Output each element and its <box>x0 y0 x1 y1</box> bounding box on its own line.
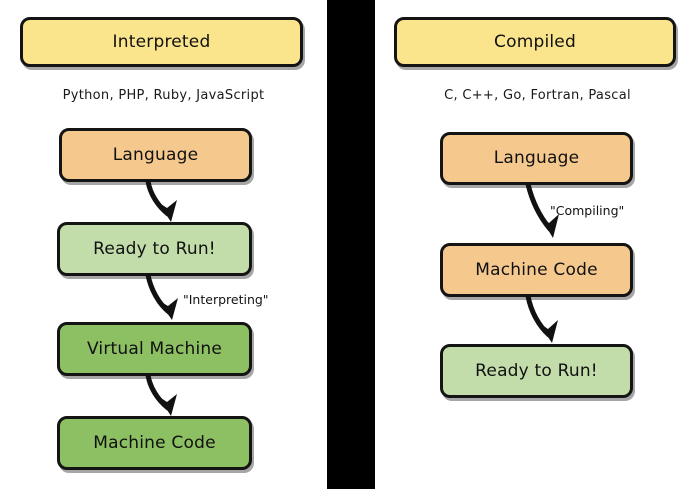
panel-divider <box>327 0 375 489</box>
node-left-virtual-machine: Virtual Machine <box>57 322 252 376</box>
node-left-machine-code-label: Machine Code <box>93 432 216 453</box>
node-left-language: Language <box>59 128 252 182</box>
panel-header-interpreted: Interpreted <box>20 17 303 67</box>
interpreted-languages-subtitle: Python, PHP, Ruby, JavaScript <box>0 88 327 103</box>
node-right-language-label: Language <box>493 148 580 168</box>
node-right-machine-code: Machine Code <box>440 243 633 297</box>
node-left-ready-to-run-label: Ready to Run! <box>93 238 216 259</box>
node-right-language: Language <box>440 132 633 185</box>
interpreted-panel: Interpreted Python, PHP, Ruby, JavaScrip… <box>0 0 327 489</box>
panel-header-interpreted-label: Interpreted <box>112 31 211 52</box>
edge-label-compiling: "Compiling" <box>550 203 624 218</box>
edge-label-compiling-text: "Compiling" <box>550 203 625 218</box>
edge-label-interpreting-text: "Interpreting" <box>183 292 269 307</box>
arrow-machinecode-to-ready <box>525 295 558 343</box>
compiled-panel: Compiled C, C++, Go, Fortran, Pascal Lan… <box>375 0 700 489</box>
panel-header-compiled-label: Compiled <box>494 31 576 52</box>
arrow-language-to-ready <box>145 180 177 222</box>
panel-header-compiled: Compiled <box>394 17 676 67</box>
compiled-languages-subtitle: C, C++, Go, Fortran, Pascal <box>375 88 700 103</box>
node-left-language-label: Language <box>112 144 199 165</box>
node-left-machine-code: Machine Code <box>57 416 252 470</box>
compiled-languages-text: C, C++, Go, Fortran, Pascal <box>444 88 631 103</box>
interpreted-languages-text: Python, PHP, Ruby, JavaScript <box>62 88 265 103</box>
arrow-virtualmachine-to-machinecode <box>145 374 177 416</box>
node-right-machine-code-label: Machine Code <box>475 259 598 280</box>
node-left-ready-to-run: Ready to Run! <box>57 222 252 276</box>
node-left-virtual-machine-label: Virtual Machine <box>86 338 223 359</box>
edge-label-interpreting: "Interpreting" <box>183 292 269 307</box>
node-right-ready-to-run-label: Ready to Run! <box>475 360 598 381</box>
node-right-ready-to-run: Ready to Run! <box>440 344 633 398</box>
